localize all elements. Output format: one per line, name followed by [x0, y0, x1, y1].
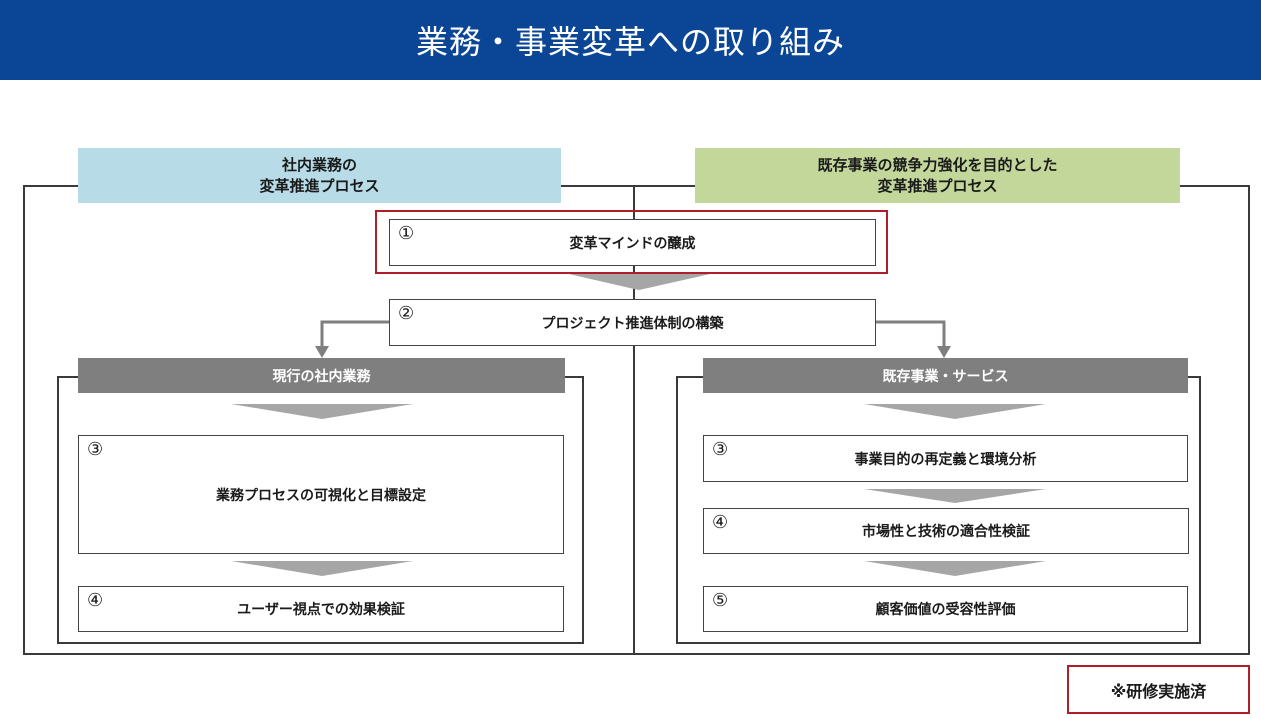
step-number: ④: [87, 590, 104, 611]
left-section-title: 現行の社内業務: [78, 358, 565, 393]
step-label: 事業目的の再定義と環境分析: [854, 451, 1037, 468]
left-process-header: 社内業務の 変革推進プロセス: [78, 148, 561, 203]
step-customer-value: ⑤ 顧客価値の受容性評価: [703, 586, 1188, 632]
step-label: プロジェクト推進体制の構築: [541, 315, 724, 332]
step-number: ③: [87, 439, 104, 460]
step-number: ①: [398, 223, 415, 244]
step-label: 顧客価値の受容性評価: [875, 602, 1016, 618]
step-number: ⑤: [712, 590, 729, 611]
step-mindset: ① 変革マインドの醸成: [389, 219, 876, 266]
page-title: 業務・事業変革への取り組み: [0, 0, 1261, 80]
step1-highlight: [375, 210, 888, 274]
step-project-structure: ② プロジェクト推進体制の構築: [389, 299, 876, 346]
training-completed-note: ※研修実施済: [1067, 665, 1250, 714]
step-label: ユーザー視点での効果検証: [237, 602, 405, 618]
step-label: 業務プロセスの可視化と目標設定: [216, 487, 426, 504]
step-market-tech-fit: ④ 市場性と技術の適合性検証: [703, 508, 1189, 554]
step-user-validation: ④ ユーザー視点での効果検証: [78, 586, 564, 632]
step-business-redefinition: ③ 事業目的の再定義と環境分析: [703, 435, 1188, 482]
step-number: ②: [398, 303, 415, 324]
step-label: 変革マインドの醸成: [569, 235, 696, 252]
right-process-header: 既存事業の競争力強化を目的とした 変革推進プロセス: [695, 148, 1180, 203]
step-process-visualization: ③ 業務プロセスの可視化と目標設定: [78, 435, 564, 554]
step-number: ③: [712, 439, 729, 460]
step-number: ④: [712, 512, 729, 533]
right-section-title: 既存事業・サービス: [703, 358, 1188, 393]
step-label: 市場性と技術の適合性検証: [862, 524, 1030, 540]
